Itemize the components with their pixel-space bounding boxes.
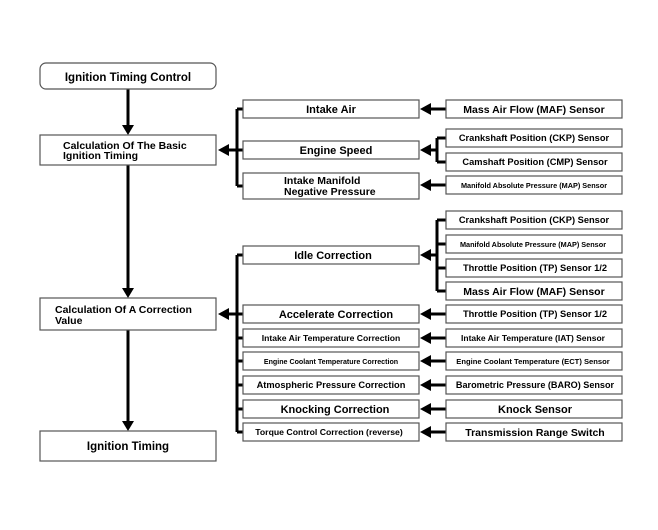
basic-timing-label-line1: Calculation Of The Basic [63,140,187,152]
sensor-ckp-2: Crankshaft Position (CKP) Sensor [445,210,623,230]
arrow-down-1 [122,125,134,135]
torque-control-correction-label: Torque Control Correction (reverse) [255,427,403,437]
sensor-cmp: Camshaft Position (CMP) Sensor [445,152,623,172]
sensor-tp-1-label: Throttle Position (TP) Sensor 1/2 [463,263,607,273]
engine-speed-box: Engine Speed [242,140,420,160]
idle-correction-label: Idle Correction [294,250,372,262]
idle-correction-box: Idle Correction [242,245,420,265]
atmospheric-pressure-correction-label: Atmospheric Pressure Correction [257,380,406,390]
sensor-baro: Barometric Pressure (BARO) Sensor [445,375,623,395]
ignition-timing-label: Ignition Timing [87,441,169,453]
sensor-tp-2-label: Throttle Position (TP) Sensor 1/2 [463,309,607,319]
sensor-map-1-label: Manifold Absolute Pressure (MAP) Sensor [461,181,607,190]
sensor-knock-label: Knock Sensor [498,404,573,416]
correction-value-label-line2: Value [55,315,83,327]
arrow-down-3 [122,421,134,431]
intake-manifold-label-line2: Negative Pressure [284,186,376,198]
sensor-tp-1: Throttle Position (TP) Sensor 1/2 [445,258,623,278]
left-column: Ignition Timing Control Calculation Of T… [39,62,217,462]
sensor-map-2: Manifold Absolute Pressure (MAP) Sensor [445,234,623,254]
sensor-column: Mass Air Flow (MAF) Sensor Crankshaft Po… [445,99,623,442]
engine-coolant-temp-correction-box: Engine Coolant Temperature Correction [242,351,420,371]
sensor-baro-label: Barometric Pressure (BARO) Sensor [456,380,615,390]
ignition-timing-box: Ignition Timing [39,430,217,462]
accelerate-correction-label: Accelerate Correction [279,309,394,321]
atmospheric-pressure-correction-box: Atmospheric Pressure Correction [242,375,420,395]
accelerate-correction-box: Accelerate Correction [242,304,420,324]
basic-timing-label-line2: Ignition Timing [63,150,138,162]
sensor-maf-2-label: Mass Air Flow (MAF) Sensor [463,286,604,298]
sensor-ect: Engine Coolant Temperature (ECT) Sensor [445,351,623,371]
sensor-map-1: Manifold Absolute Pressure (MAP) Sensor [445,175,623,195]
correction-value-box: Calculation Of A Correction Value [39,297,217,331]
torque-control-correction-box: Torque Control Correction (reverse) [242,422,420,442]
sensor-trs: Transmission Range Switch [445,422,623,442]
sensor-trs-label: Transmission Range Switch [465,427,604,439]
sensor-map-2-label: Manifold Absolute Pressure (MAP) Sensor [460,240,606,249]
intake-manifold-label-line1: Intake Manifold [284,175,360,187]
basic-timing-box: Calculation Of The Basic Ignition Timing [39,134,217,166]
sensor-cmp-label: Camshaft Position (CMP) Sensor [462,157,608,167]
ignition-timing-control-label: Ignition Timing Control [65,72,191,84]
intake-air-box: Intake Air [242,99,420,119]
arrowheads [122,103,431,438]
middle-column: Intake Air Engine Speed Intake Manifold … [242,99,420,442]
sensor-ckp-1: Crankshaft Position (CKP) Sensor [445,128,623,148]
engine-coolant-temp-correction-label: Engine Coolant Temperature Correction [264,358,398,366]
intake-air-temp-correction-label: Intake Air Temperature Correction [262,333,401,343]
sensor-knock: Knock Sensor [445,399,623,419]
knocking-correction-label: Knocking Correction [281,404,390,416]
intake-air-label: Intake Air [306,104,356,116]
ignition-timing-control-box: Ignition Timing Control [39,62,217,90]
intake-air-temp-correction-box: Intake Air Temperature Correction [242,328,420,348]
correction-value-label-line1: Calculation Of A Correction [55,304,192,316]
sensor-iat: Intake Air Temperature (IAT) Sensor [445,328,623,348]
sensor-ect-label: Engine Coolant Temperature (ECT) Sensor [456,357,609,366]
sensor-ckp-1-label: Crankshaft Position (CKP) Sensor [459,133,610,143]
arrow-down-2 [122,288,134,298]
connectors [126,89,446,434]
sensor-maf-2: Mass Air Flow (MAF) Sensor [445,281,623,301]
arrow-left-basic [218,144,229,156]
sensor-tp-2: Throttle Position (TP) Sensor 1/2 [445,304,623,324]
engine-speed-label: Engine Speed [300,145,373,157]
knocking-correction-box: Knocking Correction [242,399,420,419]
sensor-iat-label: Intake Air Temperature (IAT) Sensor [461,333,606,343]
arrow-left-correction [218,308,229,320]
sensor-maf-1: Mass Air Flow (MAF) Sensor [445,99,623,119]
intake-manifold-box: Intake Manifold Negative Pressure [242,172,420,200]
sensor-ckp-2-label: Crankshaft Position (CKP) Sensor [459,215,610,225]
sensor-maf-1-label: Mass Air Flow (MAF) Sensor [463,104,604,116]
